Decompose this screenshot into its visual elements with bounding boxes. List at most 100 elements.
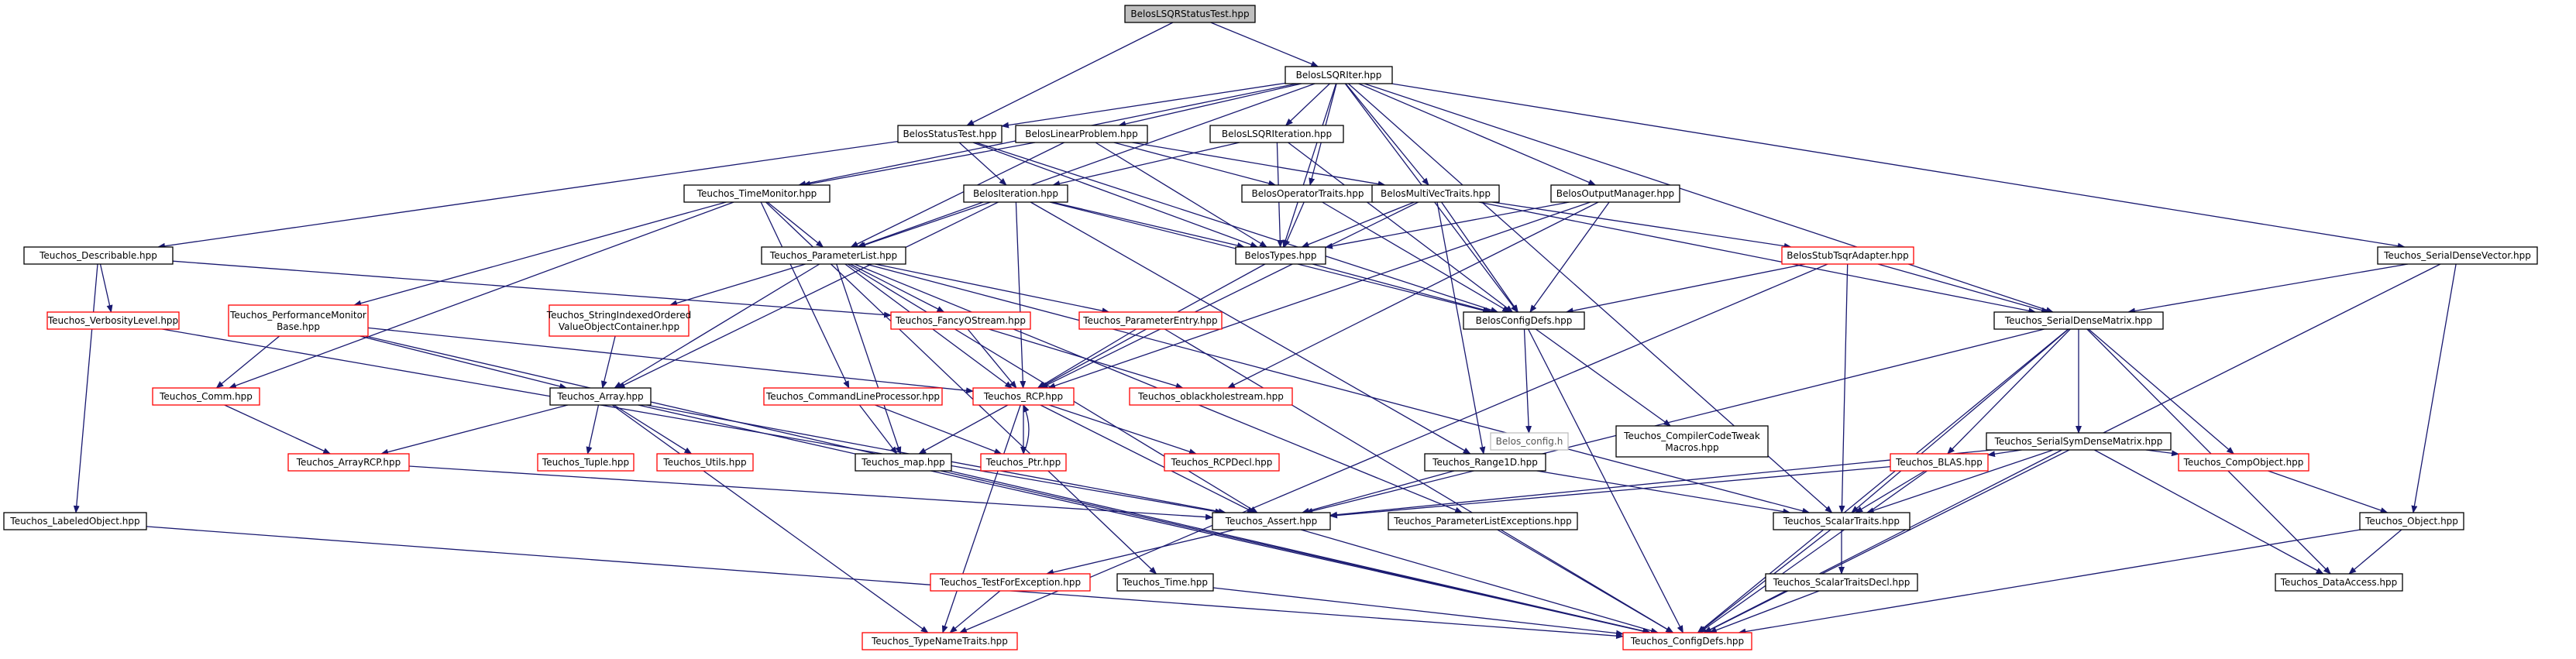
node-object[interactable]: Teuchos_Object.hpp — [2359, 512, 2464, 530]
node-cmdLine[interactable]: Teuchos_CommandLineProcessor.hpp — [763, 387, 943, 406]
node-box[interactable] — [1773, 512, 1911, 530]
node-box[interactable] — [1371, 184, 1500, 203]
node-range1D[interactable]: Teuchos_Range1D.hpp — [1424, 453, 1546, 472]
node-lsqrIter[interactable]: BelosLSQRIter.hpp — [1285, 66, 1393, 84]
node-box[interactable] — [1164, 453, 1280, 472]
node-serDenseMat[interactable]: Teuchos_SerialDenseMatrix.hpp — [1993, 311, 2164, 330]
node-box[interactable] — [930, 573, 1091, 592]
node-box[interactable] — [1212, 512, 1331, 530]
node-box[interactable] — [537, 453, 635, 472]
node-rcp[interactable]: Teuchos_RCP.hpp — [972, 387, 1075, 406]
node-array[interactable]: Teuchos_Array.hpp — [549, 387, 652, 406]
node-box[interactable] — [1463, 311, 1585, 330]
node-box[interactable] — [1078, 311, 1223, 330]
node-arrayRCP[interactable]: Teuchos_ArrayRCP.hpp — [287, 453, 410, 472]
node-belosConfigH[interactable]: Belos_config.h — [1490, 432, 1569, 451]
node-linProb[interactable]: BelosLinearProblem.hpp — [1015, 125, 1148, 143]
node-lsqrIteration[interactable]: BelosLSQRIteration.hpp — [1209, 125, 1344, 143]
node-outMgr[interactable]: BelosOutputManager.hpp — [1550, 184, 1680, 203]
node-mvTraits[interactable]: BelosMultiVecTraits.hpp — [1371, 184, 1500, 203]
node-box[interactable] — [1615, 425, 1769, 458]
node-scalarTraitsDecl[interactable]: Teuchos_ScalarTraitsDecl.hpp — [1765, 573, 1918, 592]
node-comm[interactable]: Teuchos_Comm.hpp — [152, 387, 260, 406]
node-verbLevel[interactable]: Teuchos_VerbosityLevel.hpp — [46, 311, 180, 330]
node-box[interactable] — [1235, 246, 1326, 265]
node-fancyOS[interactable]: Teuchos_FancyOStream.hpp — [890, 311, 1031, 330]
node-box[interactable] — [897, 125, 1003, 143]
node-rcpDecl[interactable]: Teuchos_RCPDecl.hpp — [1164, 453, 1280, 472]
node-box[interactable] — [3, 512, 147, 530]
node-box[interactable] — [963, 184, 1068, 203]
node-box[interactable] — [228, 304, 369, 337]
node-box[interactable] — [862, 632, 1018, 650]
node-opTraits[interactable]: BelosOperatorTraits.hpp — [1241, 184, 1374, 203]
node-assert[interactable]: Teuchos_Assert.hpp — [1212, 512, 1331, 530]
node-box[interactable] — [2275, 573, 2403, 592]
node-typeName[interactable]: Teuchos_TypeNameTraits.hpp — [862, 632, 1018, 650]
node-paramList[interactable]: Teuchos_ParameterList.hpp — [761, 246, 906, 265]
node-box[interactable] — [683, 184, 831, 203]
node-box[interactable] — [1550, 184, 1680, 203]
node-box[interactable] — [549, 304, 690, 337]
node-stubTsqr[interactable]: BelosStubTsqrAdapter.hpp — [1781, 246, 1914, 265]
node-paramListExc[interactable]: Teuchos_ParameterListExceptions.hpp — [1388, 512, 1578, 530]
node-box[interactable] — [1116, 573, 1214, 592]
node-box[interactable] — [761, 246, 906, 265]
node-testForExc[interactable]: Teuchos_TestForException.hpp — [930, 573, 1091, 592]
node-belosConfig[interactable]: BelosConfigDefs.hpp — [1463, 311, 1585, 330]
node-box[interactable] — [549, 387, 652, 406]
node-box[interactable] — [1015, 125, 1148, 143]
node-dataAccess[interactable]: Teuchos_DataAccess.hpp — [2275, 573, 2403, 592]
node-box[interactable] — [890, 311, 1031, 330]
node-box[interactable] — [1424, 453, 1546, 472]
node-box[interactable] — [855, 453, 952, 472]
node-box[interactable] — [1129, 387, 1293, 406]
node-scalarTraits[interactable]: Teuchos_ScalarTraits.hpp — [1773, 512, 1911, 530]
node-box[interactable] — [1993, 311, 2164, 330]
node-statusTest[interactable]: BelosStatusTest.hpp — [897, 125, 1003, 143]
edge-lsqrIter-to-paramList — [856, 83, 1316, 248]
node-box[interactable] — [1765, 573, 1918, 592]
node-tuple[interactable]: Teuchos_Tuple.hpp — [537, 453, 635, 472]
node-serDenseVec[interactable]: Teuchos_SerialDenseVector.hpp — [2377, 246, 2538, 265]
node-teuchosConfig[interactable]: Teuchos_ConfigDefs.hpp — [1622, 632, 1752, 650]
node-box[interactable] — [972, 387, 1075, 406]
node-root[interactable]: BelosLSQRStatusTest.hpp — [1124, 5, 1256, 23]
node-map[interactable]: Teuchos_map.hpp — [855, 453, 952, 472]
node-iteration[interactable]: BelosIteration.hpp — [963, 184, 1068, 203]
node-box[interactable] — [1124, 5, 1256, 23]
node-box[interactable] — [763, 387, 943, 406]
node-time[interactable]: Teuchos_Time.hpp — [1116, 573, 1214, 592]
node-box[interactable] — [46, 311, 180, 330]
node-oblack[interactable]: Teuchos_oblackholestream.hpp — [1129, 387, 1293, 406]
node-utils[interactable]: Teuchos_Utils.hpp — [656, 453, 754, 472]
node-strIdx[interactable]: Teuchos_StringIndexedOrderedValueObjectC… — [546, 304, 691, 337]
node-describable[interactable]: Teuchos_Describable.hpp — [23, 246, 174, 265]
node-box[interactable] — [152, 387, 260, 406]
node-box[interactable] — [1890, 453, 1989, 472]
node-box[interactable] — [1209, 125, 1344, 143]
node-labeledObj[interactable]: Teuchos_LabeledObject.hpp — [3, 512, 147, 530]
node-timeMon[interactable]: Teuchos_TimeMonitor.hpp — [683, 184, 831, 203]
node-serSymDense[interactable]: Teuchos_SerialSymDenseMatrix.hpp — [1986, 432, 2172, 451]
node-box[interactable] — [1622, 632, 1752, 650]
node-box[interactable] — [2377, 246, 2538, 265]
node-box[interactable] — [1285, 66, 1393, 84]
node-blas[interactable]: Teuchos_BLAS.hpp — [1890, 453, 1989, 472]
node-box[interactable] — [287, 453, 410, 472]
node-belosTypes[interactable]: BelosTypes.hpp — [1235, 246, 1326, 265]
node-box[interactable] — [1388, 512, 1578, 530]
node-box[interactable] — [2178, 453, 2309, 472]
node-compObj[interactable]: Teuchos_CompObject.hpp — [2178, 453, 2309, 472]
node-box[interactable] — [1490, 432, 1569, 451]
node-box[interactable] — [980, 453, 1067, 472]
node-box[interactable] — [23, 246, 174, 265]
node-box[interactable] — [1781, 246, 1914, 265]
node-box[interactable] — [2359, 512, 2464, 530]
node-paramEntry[interactable]: Teuchos_ParameterEntry.hpp — [1078, 311, 1223, 330]
node-ptr[interactable]: Teuchos_Ptr.hpp — [980, 453, 1067, 472]
node-box[interactable] — [1986, 432, 2172, 451]
node-box[interactable] — [656, 453, 754, 472]
